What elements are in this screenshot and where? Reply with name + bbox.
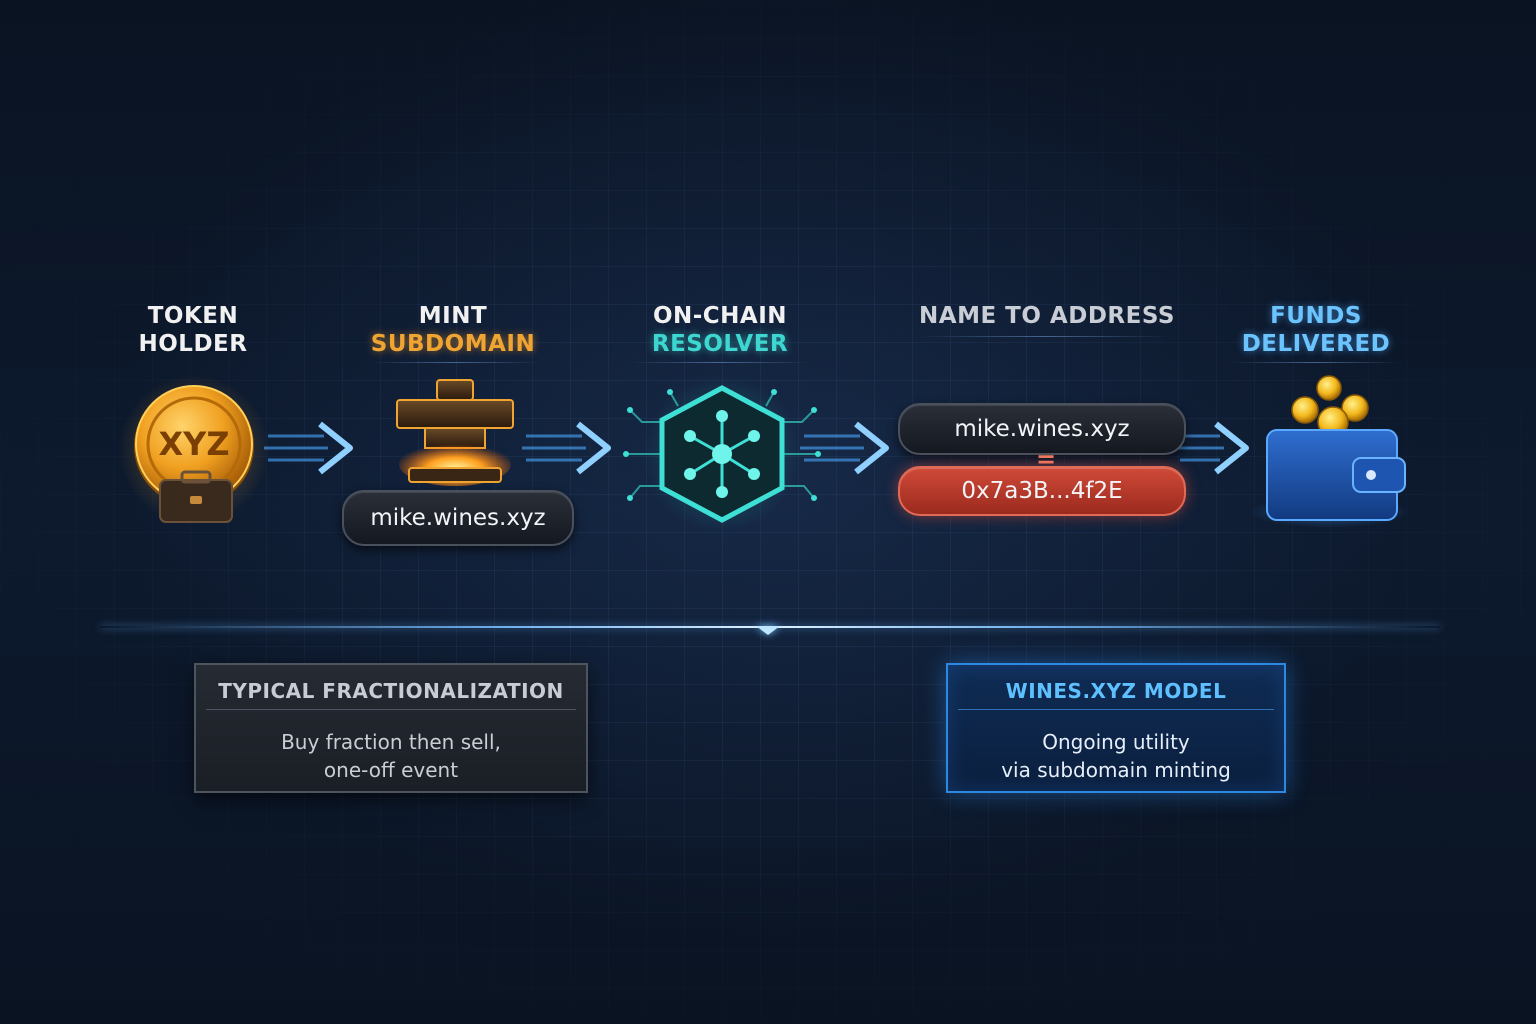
coin-icon: XYZ (119, 375, 269, 525)
arrow-icon (800, 421, 889, 475)
subdomain-pill: mike.wines.xyz (342, 490, 574, 546)
stage-underline (370, 362, 540, 363)
stage-label-token-holder: TOKEN HOLDER (113, 302, 273, 358)
stage-label-line1: TOKEN (147, 303, 239, 329)
address-pill: 0x7a3B...4f2E (898, 466, 1186, 516)
box-body-line: via subdomain minting (1001, 758, 1231, 782)
stage-label-line1: NAME TO ADDRESS (919, 303, 1175, 329)
equals-sign: = (1035, 445, 1057, 473)
wallet-with-coins-icon (1250, 375, 1410, 528)
coin-text: XYZ (158, 425, 229, 463)
stage-label-funds-delivered: FUNDS DELIVERED (1226, 302, 1406, 358)
box-title: TYPICAL FRACTIONALIZATION (218, 679, 564, 703)
stage-label-line1: MINT (418, 303, 488, 329)
box-title: WINES.XYZ MODEL (1005, 679, 1227, 703)
arrow-icon (1176, 421, 1249, 475)
box-body: Ongoing utility via subdomain minting (948, 710, 1284, 784)
box-rule (958, 709, 1274, 710)
stage-label-line2: HOLDER (138, 331, 248, 357)
stage-label-line2: DELIVERED (1241, 331, 1391, 357)
stage-label-line2: SUBDOMAIN (370, 331, 536, 357)
arrow-icon (264, 421, 353, 475)
name-pill: mike.wines.xyz (898, 403, 1186, 455)
hexagon-network-icon (623, 376, 821, 532)
stage-label-on-chain-resolver: ON-CHAIN RESOLVER (630, 302, 810, 358)
stage-label-line1: FUNDS (1270, 303, 1362, 329)
box-body-line: one-off event (323, 758, 459, 782)
stage-label-line2: RESOLVER (651, 331, 789, 357)
stage-underline (1230, 362, 1400, 363)
minting-press-icon (396, 379, 514, 486)
box-rule (206, 709, 576, 710)
box-body-line: Ongoing utility (1042, 730, 1190, 754)
stage-underline (630, 362, 810, 363)
box-body: Buy fraction then sell, one-off event (196, 710, 586, 784)
stage-label-mint-subdomain: MINT SUBDOMAIN (363, 302, 543, 358)
divider-notch (756, 626, 780, 635)
box-body-line: Buy fraction then sell, (281, 730, 501, 754)
wines-model-box: WINES.XYZ MODEL Ongoing utility via subd… (946, 663, 1286, 793)
stage-label-name-to-address: NAME TO ADDRESS (917, 302, 1177, 330)
typical-fractionalization-box: TYPICAL FRACTIONALIZATION Buy fraction t… (194, 663, 588, 793)
stage-label-line1: ON-CHAIN (652, 303, 788, 329)
stage-underline (920, 336, 1170, 337)
arrow-icon (522, 421, 611, 475)
